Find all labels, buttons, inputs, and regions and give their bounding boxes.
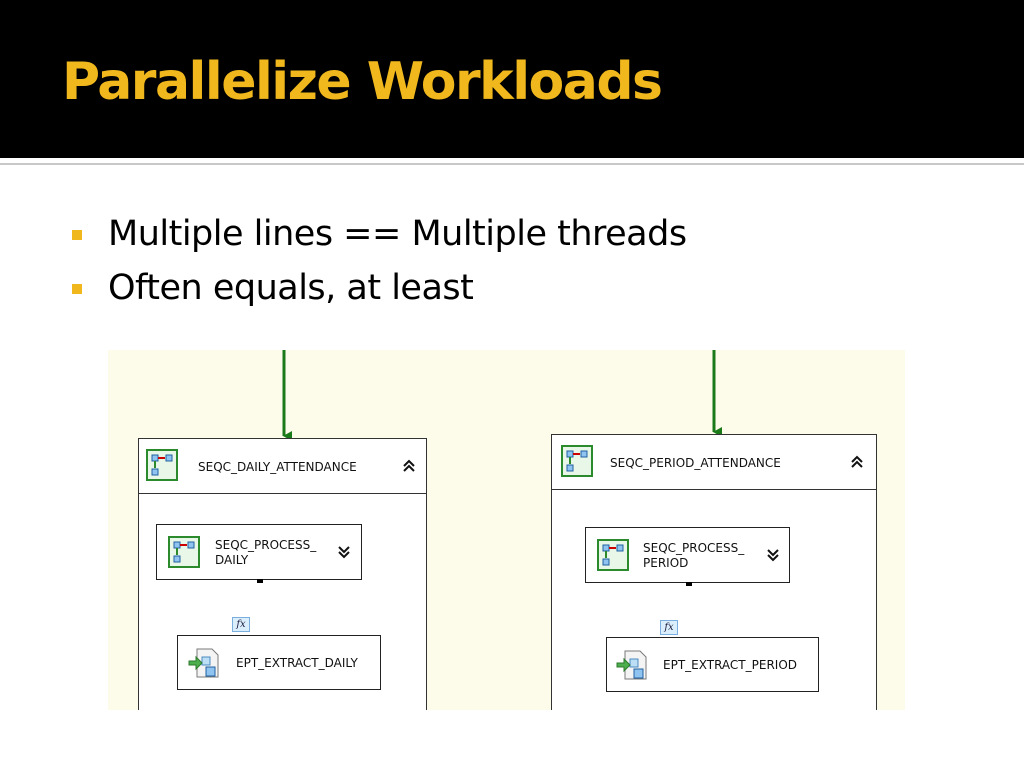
bullet-text: Often equals, at least [108, 268, 474, 308]
execute-package-task-icon [188, 648, 219, 678]
execute-package-task-icon [616, 650, 647, 680]
bullet-text: Multiple lines == Multiple threads [108, 214, 687, 254]
bullet-marker-icon [72, 284, 82, 294]
sequence-container-icon [597, 539, 629, 571]
collapse-chevron-icon[interactable] [401, 458, 417, 474]
task-label: EPT_EXTRACT_PERIOD [663, 658, 798, 672]
inner-sequence-label-line1: SEQC_PROCESS_ [643, 541, 745, 555]
container-label: SEQC_PERIOD_ATTENDANCE [610, 456, 781, 470]
task-label: EPT_EXTRACT_DAILY [236, 656, 358, 670]
title-divider-shadow [0, 163, 1024, 165]
control-flow-canvas: SEQC_DAILY_ATTENDANCE SEQC_PROCESS_ DAIL… [108, 350, 905, 710]
container-label: SEQC_DAILY_ATTENDANCE [198, 460, 357, 474]
sequence-container-icon [146, 449, 178, 481]
collapse-chevron-icon[interactable] [849, 454, 865, 470]
container-header[interactable]: SEQC_DAILY_ATTENDANCE [139, 439, 426, 494]
sequence-container-process-period[interactable]: SEQC_PROCESS_ PERIOD [585, 527, 790, 583]
expand-chevron-icon[interactable] [765, 547, 781, 563]
title-divider [0, 158, 1024, 162]
sequence-container-icon [168, 536, 200, 568]
slide-title: Parallelize Workloads [62, 52, 663, 112]
inner-sequence-label-line2: DAILY [215, 553, 249, 567]
bullet-marker-icon [72, 230, 82, 240]
execute-package-task-extract-daily[interactable]: EPT_EXTRACT_DAILY [177, 635, 381, 690]
sequence-container-icon [561, 445, 593, 477]
inner-sequence-label-line1: SEQC_PROCESS_ [215, 538, 317, 552]
output-port[interactable] [257, 579, 263, 583]
title-bar: Parallelize Workloads [0, 0, 1024, 158]
output-port[interactable] [686, 582, 692, 586]
expression-icon: fx [660, 620, 678, 635]
expand-chevron-icon[interactable] [336, 544, 352, 560]
expression-icon: fx [232, 617, 250, 632]
container-header[interactable]: SEQC_PERIOD_ATTENDANCE [552, 435, 876, 490]
inner-sequence-label-line2: PERIOD [643, 556, 689, 570]
sequence-container-process-daily[interactable]: SEQC_PROCESS_ DAILY [156, 524, 362, 580]
execute-package-task-extract-period[interactable]: EPT_EXTRACT_PERIOD [606, 637, 819, 692]
